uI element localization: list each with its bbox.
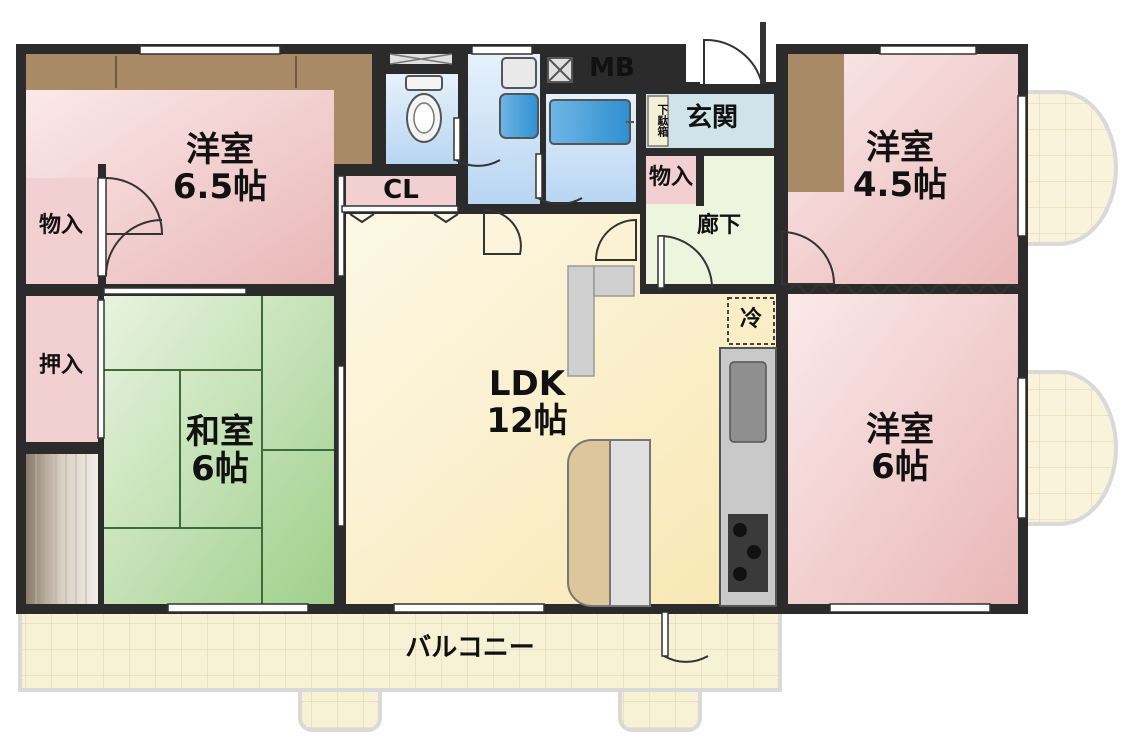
door-washroom[interactable]	[535, 153, 583, 205]
storage-left-floor	[26, 178, 98, 284]
room-ldk-floor	[346, 214, 776, 604]
room-size: 4.5帖	[852, 165, 948, 206]
bay-window-lower	[1020, 370, 1118, 526]
label-shoebox: 下駄箱	[656, 104, 669, 137]
shoebox-icon	[647, 95, 669, 147]
room-size: 6帖	[191, 449, 249, 490]
room-size: 6.5帖	[172, 167, 268, 208]
bathtub-icon	[549, 99, 634, 145]
stove-burner-icon	[733, 523, 761, 581]
partition-wall	[567, 265, 635, 377]
door-balcony[interactable]	[661, 611, 709, 663]
balcony	[18, 610, 782, 732]
room-name: 洋室	[186, 130, 254, 170]
door-ldk-wet[interactable]	[483, 208, 637, 261]
room-western-6-floor	[788, 294, 1018, 604]
room-label-ldk: LDK 12帖	[462, 364, 592, 442]
room-name: 和室	[186, 412, 254, 452]
closet-door-western-65[interactable]	[97, 177, 164, 277]
room-japanese-floor	[104, 296, 334, 604]
door-entrance[interactable]	[700, 22, 766, 85]
label-cl: CL	[383, 175, 419, 205]
room-name: 洋室	[866, 410, 934, 450]
room-name: 洋室	[866, 128, 934, 168]
label-closet-left: 押入	[38, 353, 83, 378]
sliding-doors[interactable]	[97, 175, 459, 527]
room-size: 6帖	[871, 447, 929, 488]
door-western-45[interactable]	[781, 230, 836, 285]
accordion-partition[interactable]	[789, 284, 1019, 294]
label-entrance: 玄関	[685, 103, 738, 133]
bay-window-upper	[1020, 90, 1118, 246]
closet-left-floor	[26, 296, 98, 442]
tokonoma	[26, 454, 98, 604]
washbasin-icon	[499, 57, 539, 139]
room-label-japanese: 和室 6帖	[160, 412, 280, 490]
label-balcony: バルコニー	[405, 633, 535, 663]
room-label-western-65: 洋室 6.5帖	[160, 130, 280, 208]
mb-box-icon	[389, 53, 573, 83]
toilet-icon	[405, 75, 443, 143]
room-western-45-floor	[788, 54, 1018, 284]
cl-door-marks	[349, 213, 459, 224]
room-label-western-6: 洋室 6帖	[840, 410, 960, 488]
kitchen-counter	[719, 347, 777, 607]
door-hallway[interactable]	[657, 234, 713, 290]
room-name: LDK	[488, 364, 566, 404]
label-fridge: 冷	[739, 307, 762, 332]
room-size: 12帖	[486, 401, 568, 442]
windows	[139, 45, 1027, 613]
dining-counter	[567, 439, 651, 607]
label-storage-entry: 物入	[648, 165, 693, 190]
room-label-western-45: 洋室 4.5帖	[840, 128, 960, 206]
label-hallway: 廊下	[696, 213, 741, 238]
label-mb: MB	[589, 53, 635, 83]
fridge-space	[727, 297, 775, 345]
door-toilet[interactable]	[453, 117, 501, 167]
label-storage-left: 物入	[38, 213, 83, 238]
